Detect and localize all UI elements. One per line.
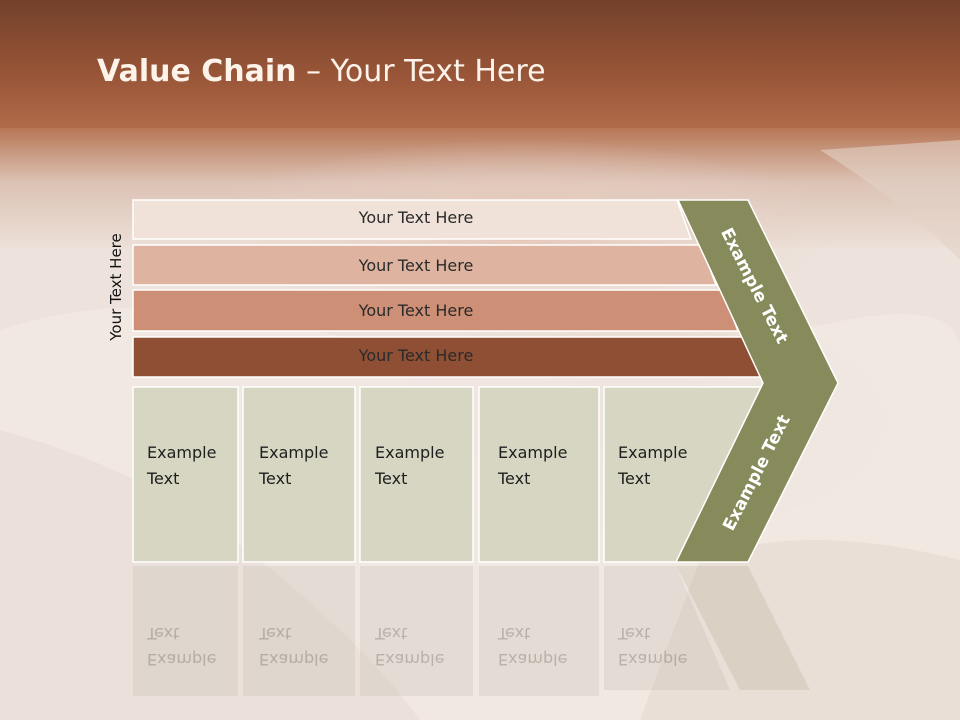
page-title: Value Chain – Your Text Here: [97, 54, 546, 89]
box-line1: Example: [147, 443, 217, 462]
title-bold: Value Chain: [97, 54, 297, 89]
activity-box-1: [132, 386, 239, 563]
box-line2: Text: [147, 469, 180, 488]
box-line1: Example: [375, 650, 445, 669]
activity-box-3: [359, 386, 474, 563]
activity-box-4-reflection: Example Text: [498, 620, 567, 672]
box-line2: Text: [498, 469, 531, 488]
activity-box-3-reflection: Example Text: [375, 620, 444, 672]
box-line2: Text: [259, 624, 292, 643]
box-line1: Example: [259, 650, 329, 669]
chevron-arrow: [674, 199, 839, 563]
box-line2: Text: [618, 469, 651, 488]
box-line1: Example: [498, 443, 568, 462]
band-1: [132, 199, 693, 240]
box-line1: Example: [498, 650, 568, 669]
box-line2: Text: [375, 624, 408, 643]
activity-box-1-reflection: Example Text: [147, 620, 216, 672]
band-3-label: Your Text Here: [358, 301, 474, 320]
activity-box-5-reflection: Example Text: [618, 620, 687, 672]
box-line1: Example: [147, 650, 217, 669]
box-line2: Text: [259, 469, 292, 488]
band-1-label: Your Text Here: [358, 208, 474, 227]
band-2: [132, 244, 718, 286]
box-line1: Example: [618, 650, 688, 669]
box-line1: Example: [618, 443, 688, 462]
box-line1: Example: [375, 443, 445, 462]
activity-box-2: [242, 386, 356, 563]
activity-box-4: [478, 386, 600, 563]
band-4-label: Your Text Here: [358, 346, 474, 365]
box-line2: Text: [375, 469, 408, 488]
band-3: [132, 289, 740, 332]
band-2-label: Your Text Here: [358, 256, 474, 275]
box-line2: Text: [147, 624, 180, 643]
activity-box-2-reflection: Example Text: [259, 620, 328, 672]
box-line1: Example: [259, 443, 329, 462]
title-rest: – Your Text Here: [296, 54, 546, 89]
box-line2: Text: [618, 624, 651, 643]
box-line2: Text: [498, 624, 531, 643]
